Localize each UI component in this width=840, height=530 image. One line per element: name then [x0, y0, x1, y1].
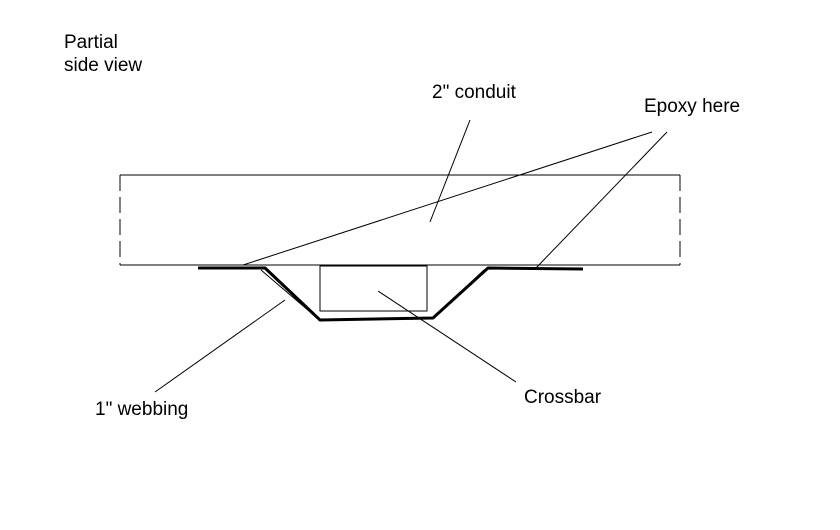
- crossbar-label: Crossbar: [524, 387, 602, 408]
- diagram-title: Partial side view: [64, 31, 184, 77]
- webbing-inner-edge-right: [435, 269, 485, 317]
- epoxy-label: Epoxy here: [644, 96, 741, 117]
- webbing-leader-line: [154, 299, 286, 393]
- crossbar-shape: [319, 265, 428, 312]
- conduit-shape: [119, 174, 681, 266]
- webbing-label: 1" webbing: [95, 399, 189, 420]
- conduit-leader-line: [429, 119, 471, 223]
- epoxy-leader-line-left: [242, 131, 653, 266]
- diagram-title-line-2: side view: [64, 55, 143, 76]
- webbing-shape: [198, 266, 584, 322]
- crossbar-leader-line: [377, 290, 517, 383]
- conduit-label: 2" conduit: [432, 82, 516, 103]
- diagram-title-line-1: Partial: [64, 32, 118, 53]
- webbing-inner-edge: [260, 269, 317, 318]
- epoxy-leader-line-right: [535, 131, 668, 269]
